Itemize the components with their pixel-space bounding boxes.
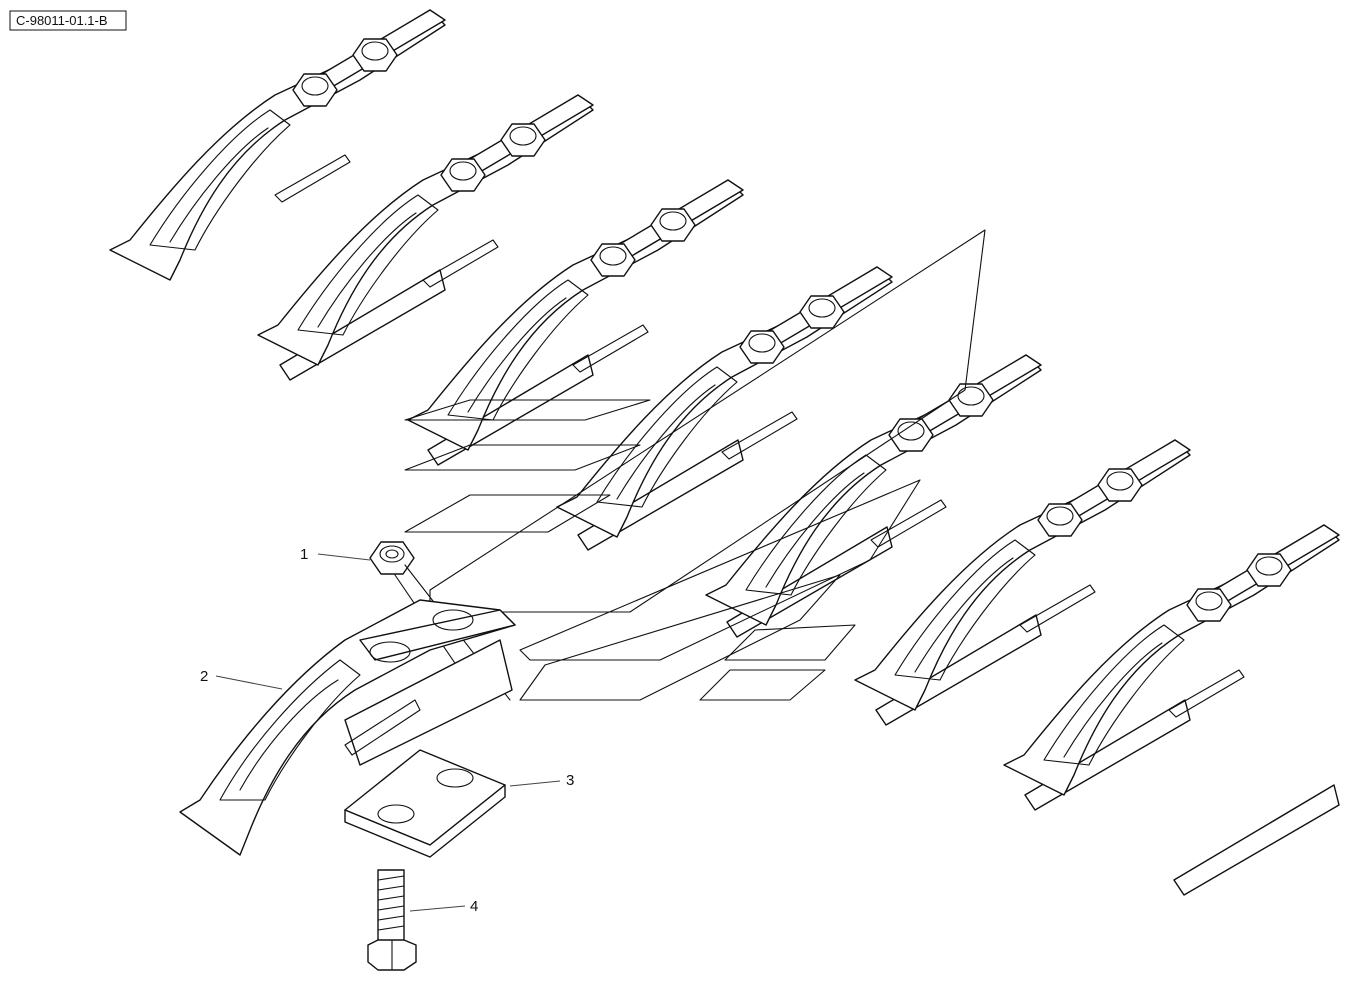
part-plate <box>344 749 506 858</box>
callout-2: 2 <box>200 668 208 685</box>
callout-3: 3 <box>566 772 574 789</box>
drawing-number-box <box>9 10 127 31</box>
part-bolt <box>367 869 417 971</box>
part-tooth <box>179 599 516 856</box>
part-nut <box>369 541 415 575</box>
drawing-number: C-98011-01.1-B <box>16 13 108 28</box>
callout-4: 4 <box>470 898 478 915</box>
callout-1: 1 <box>300 546 308 563</box>
